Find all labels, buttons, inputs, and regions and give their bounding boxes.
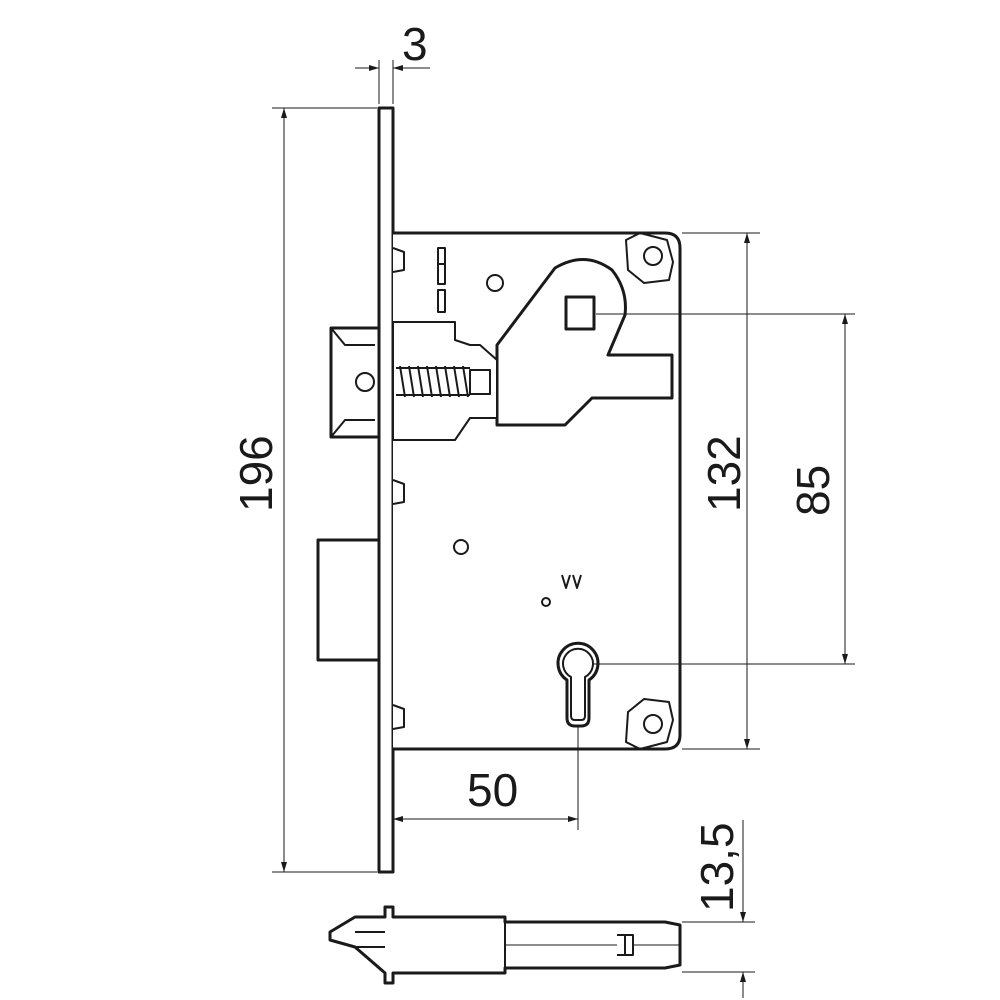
latch-mechanism (329, 321, 498, 441)
dim-body-height: 132 (682, 232, 760, 750)
dim-label-13-5: 13,5 (691, 822, 743, 912)
rivet-hole (486, 274, 504, 292)
dim-label-132: 132 (698, 435, 750, 512)
small-hole (541, 597, 551, 607)
dim-label-50: 50 (467, 764, 518, 816)
dim-label-196: 196 (230, 435, 282, 512)
mounting-hole-bottom (643, 714, 663, 734)
dim-backset: 50 (392, 726, 579, 830)
dim-faceplate-thickness: 3 (355, 18, 430, 104)
spindle-square (564, 295, 596, 331)
deadbolt (316, 538, 381, 662)
mounting-hole-top (643, 246, 663, 266)
latch-side-view (328, 905, 682, 985)
dim-faceplate-length: 196 (230, 107, 377, 873)
dim-latch-height: 13,5 (682, 820, 755, 998)
keyhole (556, 641, 600, 728)
rivet-hole-lower (453, 539, 469, 555)
follower-cam (495, 258, 674, 427)
dim-label-85: 85 (787, 465, 839, 516)
faceplate (377, 106, 395, 874)
dim-center-distance: 85 (593, 313, 855, 665)
dim-label-3: 3 (402, 18, 428, 70)
